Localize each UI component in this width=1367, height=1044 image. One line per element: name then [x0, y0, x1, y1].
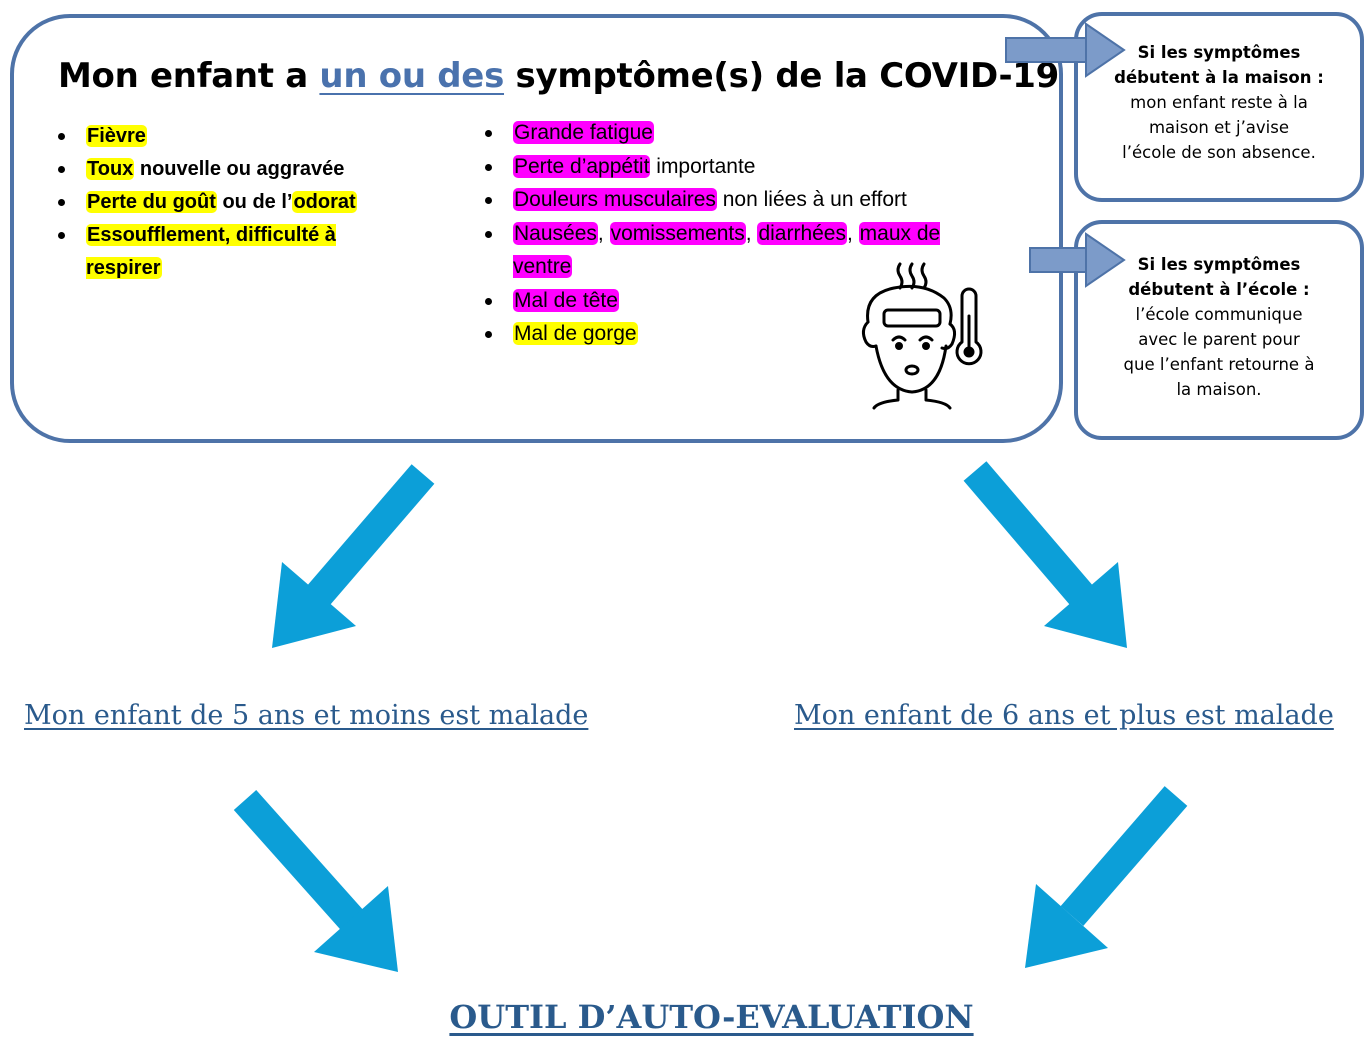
title-emphasis: un ou des: [319, 56, 505, 96]
symptom-text: ,: [597, 221, 610, 245]
other-symptom-item: Douleurs musculaires non liées à un effo…: [483, 183, 1003, 217]
other-symptom-item: Grande fatigue: [483, 116, 1003, 150]
school-onset-box: Si les symptômes débutent à l’école : l’…: [1074, 220, 1364, 440]
home-onset-box: Si les symptômes débutent à la maison : …: [1074, 12, 1364, 202]
symptoms-title: Mon enfant a un ou des symptôme(s) de la…: [58, 56, 1060, 96]
symptom-text: Perte d’appétit: [513, 154, 651, 178]
symptom-text: ,: [847, 221, 859, 245]
symptom-text: nouvelle ou aggravée: [134, 158, 345, 180]
main-symptom-item: Toux nouvelle ou aggravée: [56, 153, 416, 186]
symptom-text: vomissements: [609, 221, 746, 245]
symptom-text: Mal de tête: [513, 288, 619, 312]
symptom-text: Grande fatigue: [513, 121, 654, 144]
arrow-down-left-lower: [1025, 786, 1188, 968]
arrow-down-right-upper: [963, 461, 1127, 648]
over-6-sick-link[interactable]: Mon enfant de 6 ans et plus est malade: [794, 700, 1334, 731]
arrow-down-left-upper: [272, 464, 435, 648]
main-symptom-item: Fièvre: [56, 120, 416, 153]
symptom-text: Fièvre: [86, 125, 147, 147]
symptom-text: Essoufflement, difficulté à respirer: [86, 224, 336, 279]
arrow-down-right-lower: [233, 790, 398, 972]
symptom-text: non liées à un effort: [716, 188, 907, 211]
symptom-text: Toux: [86, 158, 135, 180]
other-symptom-item: Mal de gorge: [483, 317, 1003, 351]
symptom-text: Nausées: [513, 221, 598, 245]
symptoms-box: [10, 14, 1063, 443]
symptom-text: odorat: [292, 191, 357, 213]
self-assessment-tool-link[interactable]: OUTIL D’AUTO-EVALUATION: [449, 998, 974, 1036]
symptom-text: Perte du goût: [86, 191, 217, 213]
other-symptom-item: Perte d’appétit importante: [483, 150, 1003, 184]
symptom-text: Douleurs musculaires: [513, 188, 717, 211]
under-5-sick-link[interactable]: Mon enfant de 5 ans et moins est malade: [24, 700, 589, 731]
symptom-text: diarrhées: [757, 221, 847, 245]
main-symptom-item: Perte du goût ou de l’odorat: [56, 186, 416, 219]
symptom-text: ,: [745, 221, 758, 245]
symptom-text: ou de l’: [216, 191, 293, 213]
main-symptom-item: Essoufflement, difficulté à respirer: [56, 219, 416, 285]
symptom-text: Mal de gorge: [513, 322, 638, 345]
other-symptom-item: Mal de tête: [483, 284, 1003, 318]
other-symptom-item: Nausées, vomissements, diarrhées, maux d…: [483, 217, 1003, 284]
symptom-text: importante: [650, 154, 756, 178]
